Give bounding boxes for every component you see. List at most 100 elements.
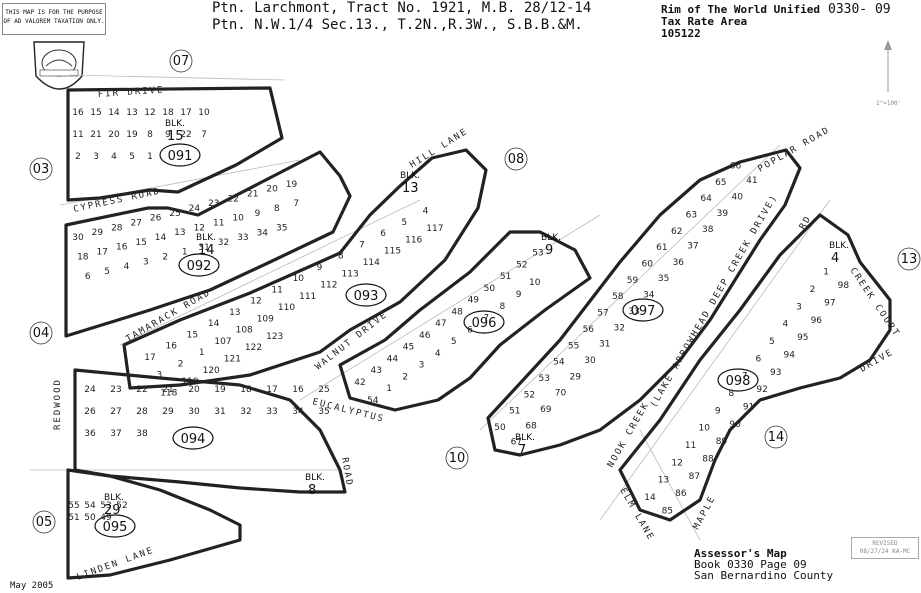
lot-number: 123 — [266, 332, 283, 342]
lot-number: 3 — [143, 257, 149, 267]
lot-number: 111 — [299, 292, 316, 302]
lot-number: 42 — [354, 378, 365, 388]
map-title: Ptn. Larchmont, Tract No. 1921, M.B. 28/… — [212, 0, 591, 34]
lot-number: 91 — [743, 403, 754, 413]
lot-number: 28 — [111, 223, 123, 233]
lot-number: 34 — [257, 228, 269, 238]
lot-number: 26 — [150, 214, 162, 224]
lot-number: 44 — [387, 355, 399, 365]
lot-number: 19 — [214, 385, 226, 395]
block-4-boundary — [618, 213, 892, 522]
lot-number: 20 — [266, 185, 278, 195]
lot-number: 95 — [797, 333, 808, 343]
lot-number: 52 — [524, 390, 535, 400]
lot-number: 3 — [796, 302, 802, 312]
lot-number: 16 — [165, 342, 177, 352]
lot-number: 10 — [198, 108, 210, 118]
lot-number: 9 — [715, 406, 721, 416]
block-boundaries — [64, 86, 892, 580]
lot-number: 52 — [516, 260, 527, 270]
lot-number: 33 — [237, 233, 248, 243]
lot-number: 29 — [162, 407, 174, 417]
lot-number: 49 — [468, 296, 480, 306]
lot-number: 29 — [569, 372, 581, 382]
lot-number: 98 — [838, 281, 850, 291]
page-marker-08: 08 — [504, 147, 528, 171]
scale-label: 1"=100' — [876, 100, 901, 107]
lot-number: 12 — [144, 108, 155, 118]
lot-number: 11 — [271, 285, 282, 295]
lot-number: 33 — [266, 407, 277, 417]
lot-number: 8 — [728, 389, 734, 399]
lot-number: 8 — [500, 302, 506, 312]
road-hill-lane: HILL LANE — [408, 127, 470, 171]
road-redwood: REDWOOD — [53, 378, 63, 430]
lot-number: 32 — [614, 323, 625, 333]
lot-number: 8 — [274, 204, 280, 214]
svg-text:07: 07 — [173, 54, 190, 69]
lot-number: 22 — [227, 194, 238, 204]
lot-number: 54 — [84, 501, 96, 511]
lot-number: 12 — [194, 223, 205, 233]
svg-text:14: 14 — [768, 430, 785, 445]
svg-text:096: 096 — [472, 316, 497, 331]
lot-number: 21 — [90, 130, 101, 140]
road-linden-lane: LINDEN LANE — [76, 546, 156, 583]
lot-number: 40 — [731, 193, 743, 203]
lot-number: 10 — [698, 424, 710, 434]
block-number: 14 — [198, 243, 215, 258]
lot-number: 122 — [245, 343, 262, 353]
lot-number: 11 — [685, 441, 696, 451]
lot-number: 11 — [72, 130, 83, 140]
lot-number: 58 — [612, 292, 624, 302]
lot-number: 33 — [628, 307, 639, 317]
lot-number: 5 — [104, 267, 110, 277]
block-29-boundary — [66, 468, 242, 580]
lot-number: 5 — [769, 337, 775, 347]
lot-number: 56 — [583, 325, 595, 335]
lot-number: 30 — [72, 233, 84, 243]
lot-number: 50 — [84, 513, 96, 523]
block-14-boundary — [64, 150, 352, 338]
page-marker-04: 04 — [29, 321, 53, 345]
lot-number: 18 — [162, 108, 174, 118]
lot-number: 14 — [108, 108, 120, 118]
block-number: 9 — [545, 243, 553, 258]
block-label: BLK. — [104, 493, 124, 503]
lot-number: 28 — [136, 407, 148, 417]
svg-text:094: 094 — [181, 432, 206, 447]
lot-number: 87 — [689, 472, 700, 482]
lot-number: 17 — [180, 108, 191, 118]
lot-number: 66 — [730, 161, 742, 171]
lot-number: 60 — [641, 260, 653, 270]
lot-number: 23 — [208, 199, 219, 209]
road-cypress-road: CYPRESS ROAD — [73, 187, 162, 215]
lot-number: 6 — [85, 272, 91, 282]
lot-number: 90 — [729, 420, 741, 430]
lot-number: 96 — [811, 316, 823, 326]
assessor-line2: Book 0330 Page 09 — [694, 558, 807, 571]
block-number: 8 — [308, 483, 316, 498]
lot-number: 36 — [84, 429, 96, 439]
revised-label: REVISED — [872, 540, 898, 547]
lot-number: 21 — [162, 385, 173, 395]
lot-number: 2 — [75, 152, 81, 162]
lot-number: 51 — [68, 513, 79, 523]
page-marker-05: 05 — [32, 510, 56, 534]
lot-number: 49 — [100, 513, 112, 523]
road-rd: RD — [798, 214, 814, 232]
block-label: BLK. — [541, 233, 561, 243]
lot-number: 63 — [686, 211, 697, 221]
lot-number: 55 — [68, 501, 79, 511]
lot-number: 18 — [77, 252, 89, 262]
lot-number: 7 — [201, 130, 207, 140]
lot-number: 110 — [278, 303, 295, 313]
parcel-091: 091 — [159, 143, 201, 167]
lot-number: 22 — [136, 385, 147, 395]
lot-number: 4 — [435, 349, 441, 359]
lot-number: 3 — [157, 371, 163, 381]
lot-number: 32 — [218, 238, 229, 248]
lot-number: 9 — [317, 263, 323, 273]
block-label: BLK. — [515, 433, 535, 443]
lot-number: 25 — [318, 385, 329, 395]
